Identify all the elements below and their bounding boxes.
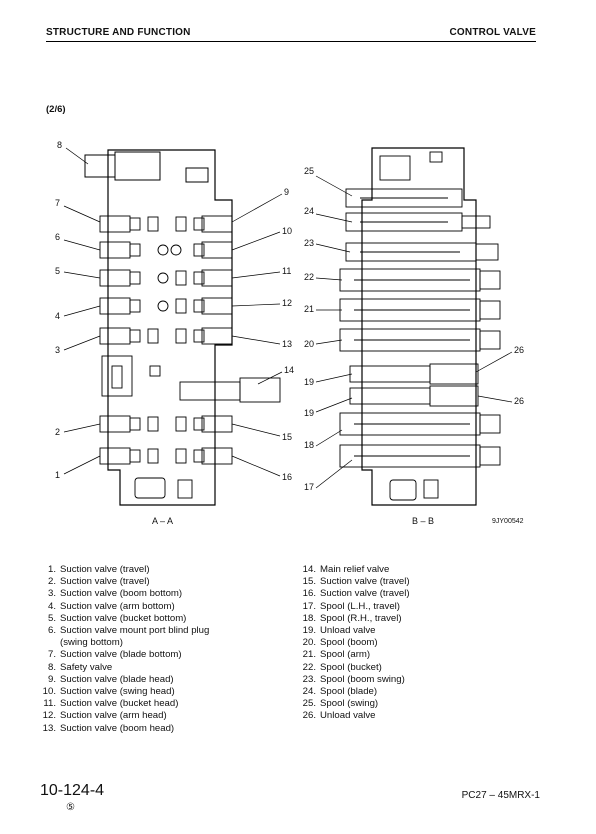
callout-10: 10 xyxy=(282,226,293,236)
callout-12: 12 xyxy=(282,298,293,308)
legend-item: 23.Spool (boom swing) xyxy=(302,673,405,685)
caption-section-aa: A – A xyxy=(152,516,174,526)
caption-section-bb: B – B xyxy=(412,516,435,526)
legend-item: 17.Spool (L.H., travel) xyxy=(302,600,400,612)
callout-15: 15 xyxy=(282,432,293,442)
callout-11: 11 xyxy=(282,266,292,276)
legend-item: 1.Suction valve (travel) xyxy=(47,564,150,575)
callout-26b: 26 xyxy=(514,396,525,406)
legend-column-2: 14.Main relief valve 15.Suction valve (t… xyxy=(300,564,540,723)
header-section-title: STRUCTURE AND FUNCTION xyxy=(46,27,191,38)
callout-18: 18 xyxy=(304,440,315,450)
legend-item: 14.Main relief valve xyxy=(302,564,390,575)
legend-item: 26.Unload valve xyxy=(302,710,376,722)
callout-9: 9 xyxy=(284,187,290,197)
callout-19a: 19 xyxy=(304,377,315,387)
legend-item: 6.Suction valve mount port blind plug xyxy=(47,625,210,637)
legend-item-continuation: (swing bottom) xyxy=(60,637,123,649)
callout-17: 17 xyxy=(304,482,315,492)
header-topic-title: CONTROL VALVE xyxy=(449,27,536,38)
section-label: (2/6) xyxy=(46,104,66,115)
callout-23: 23 xyxy=(304,238,315,248)
legend-column-1: 1.Suction valve (travel) 2.Suction valve… xyxy=(40,564,290,735)
legend-item: 9.Suction valve (blade head) xyxy=(47,673,174,685)
page-number: 10-124-4 xyxy=(40,782,105,799)
legend-item: 5.Suction valve (bucket bottom) xyxy=(47,612,187,624)
callout-5: 5 xyxy=(55,266,61,276)
legend-item: 24.Spool (blade) xyxy=(302,686,378,698)
callout-7: 7 xyxy=(55,198,61,208)
callout-20: 20 xyxy=(304,339,315,349)
callout-3: 3 xyxy=(55,345,61,355)
callout-14: 14 xyxy=(284,365,295,375)
callout-8: 8 xyxy=(57,140,63,150)
legend-item: 3.Suction valve (boom bottom) xyxy=(47,588,183,600)
callout-24: 24 xyxy=(304,206,315,216)
section-bb-drawing xyxy=(315,147,513,506)
legend-item: 15.Suction valve (travel) xyxy=(302,576,410,588)
legend-item: 18.Spool (R.H., travel) xyxy=(302,612,402,624)
legend-item: 21.Spool (arm) xyxy=(302,649,371,661)
legend-item: 13.Suction valve (boom head) xyxy=(42,722,175,734)
legend-item: 22.Spool (bucket) xyxy=(302,661,382,673)
callout-4: 4 xyxy=(55,311,61,321)
legend-item: 10.Suction valve (swing head) xyxy=(42,686,175,698)
callout-26a: 26 xyxy=(514,345,525,355)
control-valve-drawing xyxy=(63,147,513,506)
legend-item: 25.Spool (swing) xyxy=(302,698,379,710)
legend-item: 12.Suction valve (arm head) xyxy=(42,710,167,722)
section-aa-drawing xyxy=(63,147,283,506)
callout-6: 6 xyxy=(55,232,61,242)
legend-item: 4.Suction valve (arm bottom) xyxy=(47,600,175,612)
page-header: STRUCTURE AND FUNCTION CONTROL VALVE xyxy=(46,27,536,42)
legend-item: 16.Suction valve (travel) xyxy=(302,588,410,600)
callout-19b: 19 xyxy=(304,408,315,418)
drawing-number: 9JY00542 xyxy=(492,518,524,525)
legend-item: 7.Suction valve (blade bottom) xyxy=(47,649,182,661)
legend-item: 19.Unload valve xyxy=(302,625,376,637)
callout-21: 21 xyxy=(304,304,315,314)
legend-item: 8.Safety valve xyxy=(47,661,113,673)
callout-22: 22 xyxy=(304,272,315,282)
legend-item: 2.Suction valve (travel) xyxy=(47,576,150,588)
callout-25: 25 xyxy=(304,166,315,176)
callout-1: 1 xyxy=(55,470,61,480)
legend-item: 11.Suction valve (bucket head) xyxy=(43,698,179,710)
model-name: PC27 – 45MRX-1 xyxy=(461,790,540,801)
legend-item: 20.Spool (boom) xyxy=(302,637,378,649)
callout-2: 2 xyxy=(55,427,61,437)
revision-mark: ⑤ xyxy=(66,802,75,813)
callout-13: 13 xyxy=(282,339,293,349)
callout-16: 16 xyxy=(282,472,293,482)
